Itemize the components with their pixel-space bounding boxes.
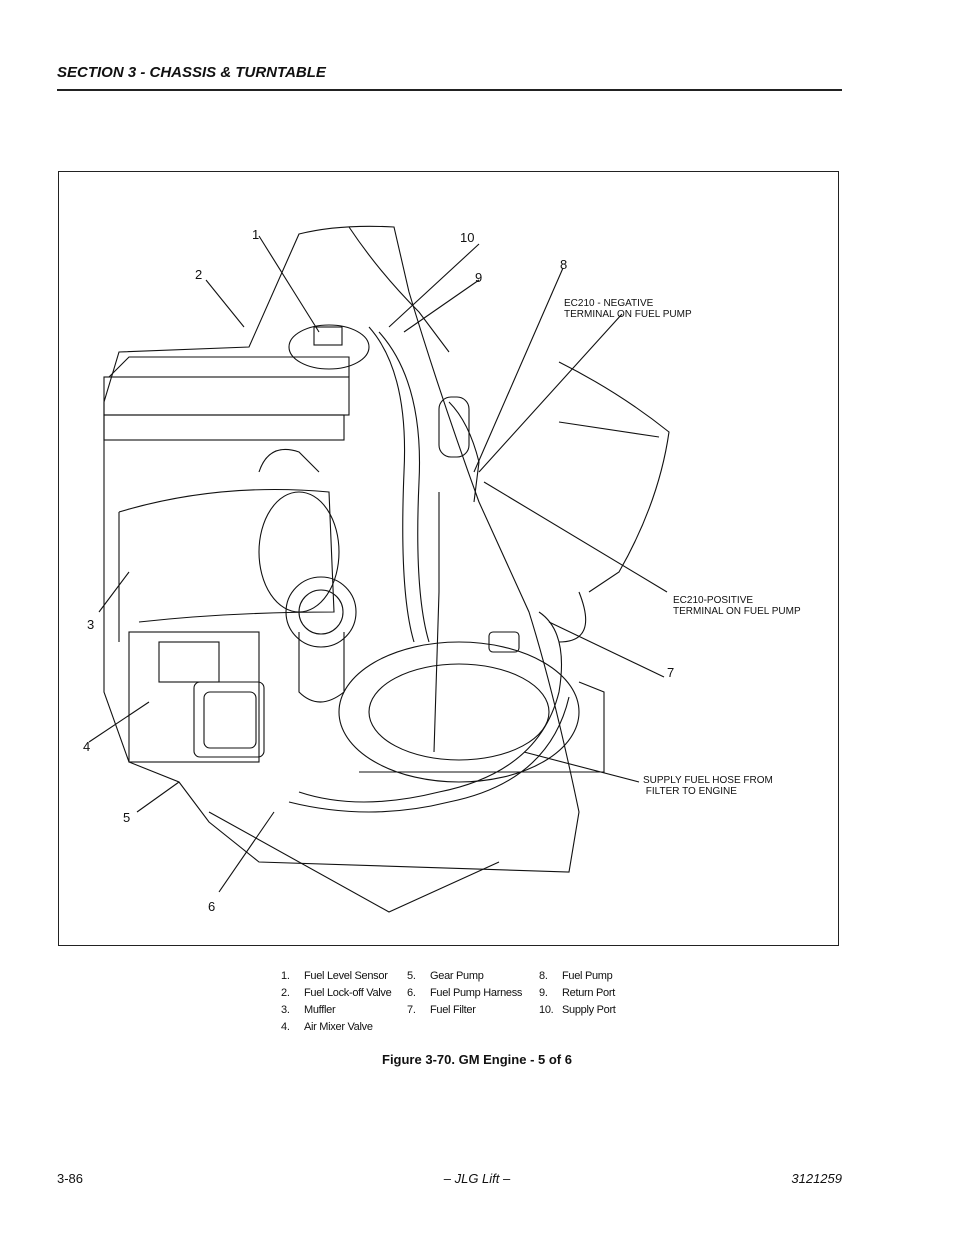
legend-column-3: 8.Fuel Pump 9.Return Port 10.Supply Port: [539, 968, 616, 1019]
legend-item: 9.Return Port: [539, 987, 615, 999]
footer-page-number: 3-86: [57, 1171, 84, 1186]
callout-8: 8: [560, 257, 568, 272]
callout-1: 1: [252, 227, 260, 242]
callout-6: 6: [208, 899, 216, 914]
legend-column-1: 1.Fuel Level Sensor 2.Fuel Lock-off Valv…: [281, 968, 392, 1036]
callout-2: 2: [195, 267, 203, 282]
legend-item: 3.Muffler: [281, 1004, 336, 1016]
legend-item: 7.Fuel Filter: [407, 1004, 476, 1016]
legend-item: 2.Fuel Lock-off Valve: [281, 987, 392, 999]
callout-7: 7: [667, 665, 675, 680]
legend-column-2: 5.Gear Pump 6.Fuel Pump Harness 7.Fuel F…: [407, 968, 522, 1019]
callout-4: 4: [83, 739, 91, 754]
legend-item: 1.Fuel Level Sensor: [281, 970, 388, 982]
figure-caption: Figure 3-70. GM Engine - 5 of 6: [382, 1052, 572, 1067]
legend-item: 10.Supply Port: [539, 1004, 616, 1016]
legend-item: 8.Fuel Pump: [539, 970, 613, 982]
callout-5: 5: [123, 810, 131, 825]
figure-frame: 1 2 3 4 5 6 7 8 9 10 EC210 - NEGATIVE TE…: [58, 171, 839, 946]
footer-doc-number: 3121259: [791, 1171, 842, 1186]
note-supply-hose: SUPPLY FUEL HOSE FROM FILTER TO ENGINE: [643, 775, 773, 797]
legend-item: 4.Air Mixer Valve: [281, 1021, 373, 1033]
section-header: SECTION 3 - CHASSIS & TURNTABLE: [57, 64, 326, 81]
callout-10: 10: [460, 230, 475, 245]
callout-3: 3: [87, 617, 95, 632]
footer-center: – JLG Lift –: [443, 1171, 511, 1186]
note-ec210-positive: EC210-POSITIVE TERMINAL ON FUEL PUMP: [673, 595, 801, 617]
header-rule: [57, 89, 842, 91]
engine-illustration: [88, 225, 670, 913]
legend-item: 6.Fuel Pump Harness: [407, 987, 523, 999]
legend-item: 5.Gear Pump: [407, 970, 484, 982]
callout-9: 9: [475, 270, 483, 285]
note-ec210-negative: EC210 - NEGATIVE TERMINAL ON FUEL PUMP: [564, 298, 692, 320]
